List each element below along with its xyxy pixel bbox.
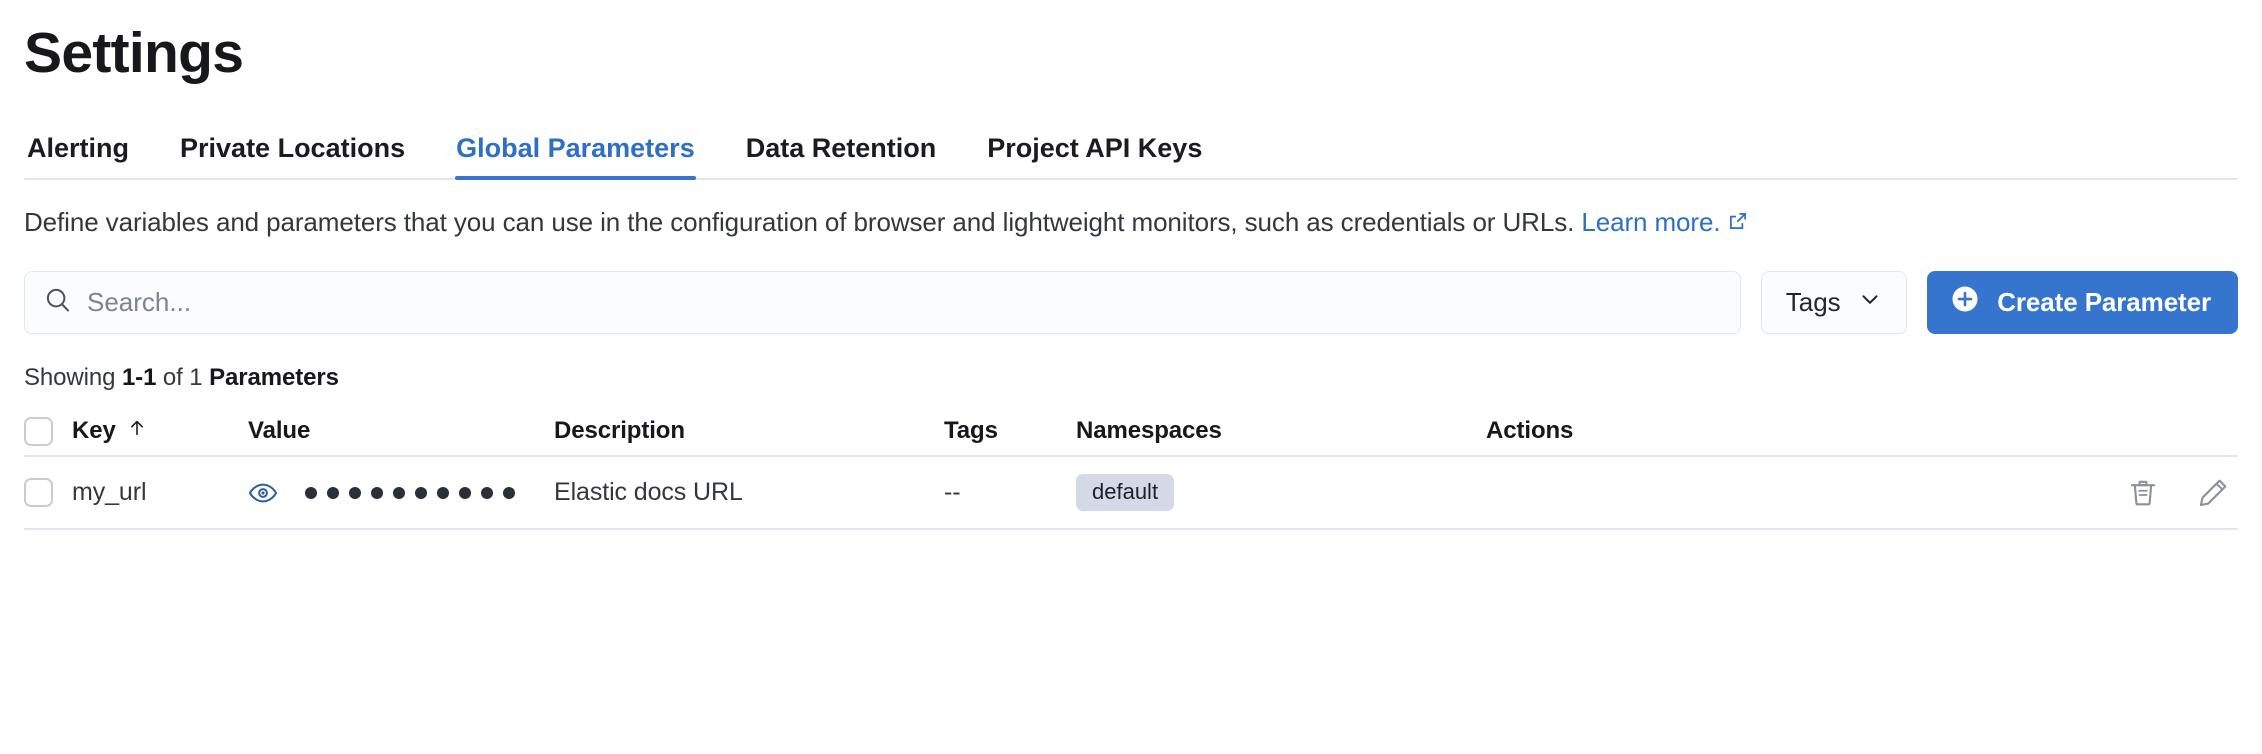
column-label-key: Key <box>72 417 116 445</box>
toolbar: Tags Create Parameter <box>24 271 2238 335</box>
row-checkbox[interactable] <box>24 478 53 508</box>
results-noun: Parameters <box>209 364 339 392</box>
trash-icon[interactable] <box>2126 476 2160 510</box>
chevron-down-icon <box>1857 286 1883 319</box>
column-label-value: Value <box>248 417 311 445</box>
column-header-description[interactable]: Description <box>554 407 944 456</box>
create-parameter-button[interactable]: Create Parameter <box>1927 271 2238 335</box>
column-header-tags[interactable]: Tags <box>944 407 1076 456</box>
cell-description: Elastic docs URL <box>554 456 944 529</box>
description-text: Define variables and parameters that you… <box>24 206 1575 237</box>
cell-actions <box>1486 456 2238 529</box>
cell-key: my_url <box>72 456 248 529</box>
external-link-icon <box>1727 206 1749 240</box>
page-title: Settings <box>24 21 244 85</box>
plus-circle-icon <box>1950 284 1980 321</box>
column-label-actions: Actions <box>1486 417 1574 445</box>
cell-tags: -- <box>944 456 1076 529</box>
namespace-badge: default <box>1076 474 1175 512</box>
masked-value <box>305 486 515 499</box>
select-all-checkbox[interactable] <box>24 416 53 446</box>
column-label-description: Description <box>554 417 685 445</box>
search-box[interactable] <box>24 271 1742 335</box>
tab-data-retention[interactable]: Data Retention <box>745 132 937 163</box>
tags-filter-label: Tags <box>1785 287 1841 318</box>
parameters-table: Key Value Description Tags Namespaces Ac… <box>24 407 2238 530</box>
column-header-actions: Actions <box>1486 407 2238 456</box>
pencil-icon[interactable] <box>2196 476 2230 510</box>
eye-icon[interactable] <box>248 478 278 508</box>
search-icon <box>43 285 73 320</box>
results-middle: of 1 <box>156 364 210 392</box>
tags-filter-button[interactable]: Tags <box>1761 271 1908 335</box>
learn-more-link[interactable]: Learn more. <box>1581 206 1721 237</box>
parameter-tags: -- <box>944 478 961 507</box>
results-count: Showing 1-1 of 1 Parameters <box>24 364 2238 392</box>
column-label-tags: Tags <box>944 417 998 445</box>
create-parameter-label: Create Parameter <box>1997 287 2211 318</box>
table-row: my_url Elastic docs URL -- default <box>24 456 2238 530</box>
results-prefix: Showing <box>24 364 122 392</box>
tab-project-api-keys[interactable]: Project API Keys <box>987 132 1203 163</box>
tab-private-locations[interactable]: Private Locations <box>180 132 406 163</box>
parameter-description: Elastic docs URL <box>554 478 743 507</box>
tab-alerting[interactable]: Alerting <box>27 132 130 163</box>
column-header-namespaces[interactable]: Namespaces <box>1076 407 1486 456</box>
results-range: 1-1 <box>121 364 157 392</box>
table-header-row: Key Value Description Tags Namespaces Ac… <box>24 407 2238 457</box>
cell-value <box>248 456 554 529</box>
page-description: Define variables and parameters that you… <box>24 205 2238 240</box>
tab-global-parameters[interactable]: Global Parameters <box>455 134 696 180</box>
row-select-cell <box>24 456 72 529</box>
select-all-cell <box>24 407 72 456</box>
parameter-key: my_url <box>72 478 147 507</box>
column-label-namespaces: Namespaces <box>1076 417 1222 445</box>
arrow-up-icon <box>126 417 148 446</box>
column-header-value[interactable]: Value <box>248 407 554 456</box>
cell-namespaces: default <box>1076 456 1486 529</box>
search-input[interactable] <box>87 272 1723 334</box>
column-header-key[interactable]: Key <box>72 407 248 456</box>
settings-tabs: Alerting Private Locations Global Parame… <box>24 120 2238 180</box>
